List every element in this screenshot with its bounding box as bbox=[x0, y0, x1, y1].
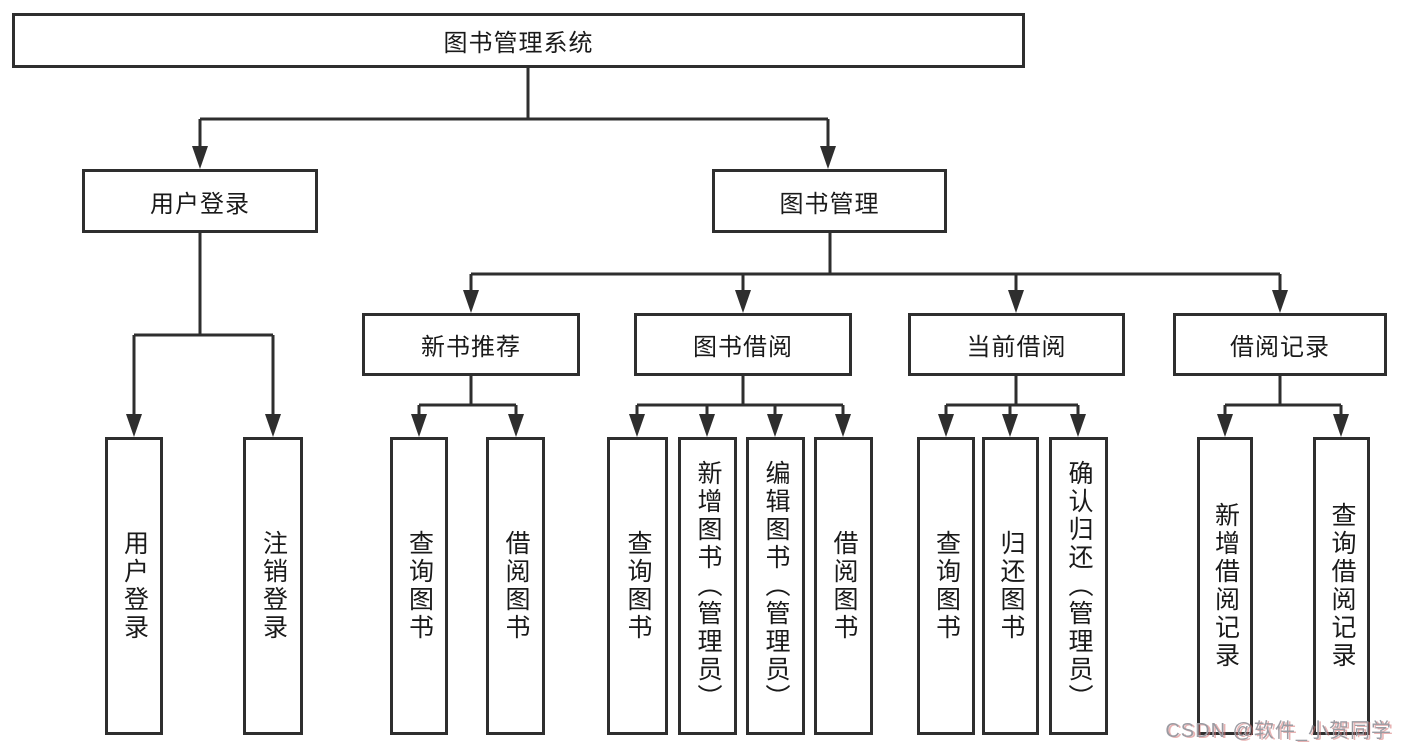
connector-book-mgmt-children bbox=[469, 233, 1282, 293]
leaf-confirm-return-admin: 确认归还（管理员） bbox=[1049, 437, 1108, 735]
leaf-borrow-books: 借阅图书 bbox=[814, 437, 873, 735]
connector-current-borrow-children bbox=[944, 376, 1080, 419]
leaf-query-books-current: 查询图书 bbox=[917, 437, 975, 735]
node-user-login: 用户登录 bbox=[82, 169, 318, 233]
node-book-borrowing: 图书借阅 bbox=[634, 313, 852, 376]
node-new-book-recommend: 新书推荐 bbox=[362, 313, 580, 376]
leaf-user-login: 用户登录 bbox=[105, 437, 163, 735]
leaf-add-books-admin: 新增图书（管理员） bbox=[678, 437, 737, 735]
arrowheads bbox=[126, 146, 1349, 437]
csdn-watermark: CSDN @软件_小贺同学 bbox=[1165, 720, 1392, 742]
leaf-query-books-borrow: 查询图书 bbox=[607, 437, 668, 735]
node-book-management: 图书管理 bbox=[712, 169, 947, 233]
leaf-query-borrow-record: 查询借阅记录 bbox=[1313, 437, 1370, 735]
connector-user-login-children bbox=[132, 233, 275, 419]
connector-root-to-level2 bbox=[198, 68, 830, 149]
node-borrowing-records: 借阅记录 bbox=[1173, 313, 1387, 376]
connector-book-borrow-children bbox=[635, 376, 845, 419]
leaf-borrow-books-recommend: 借阅图书 bbox=[486, 437, 545, 735]
leaf-edit-books-admin: 编辑图书（管理员） bbox=[746, 437, 805, 735]
node-library-management-system: 图书管理系统 bbox=[12, 13, 1025, 68]
connector-new-book-children bbox=[417, 376, 518, 419]
leaf-add-borrow-record: 新增借阅记录 bbox=[1197, 437, 1253, 735]
leaf-return-books: 归还图书 bbox=[982, 437, 1039, 735]
leaf-query-books-recommend: 查询图书 bbox=[390, 437, 448, 735]
leaf-logout: 注销登录 bbox=[243, 437, 303, 735]
node-current-borrowing: 当前借阅 bbox=[908, 313, 1125, 376]
connector-borrow-records-children bbox=[1223, 376, 1343, 419]
